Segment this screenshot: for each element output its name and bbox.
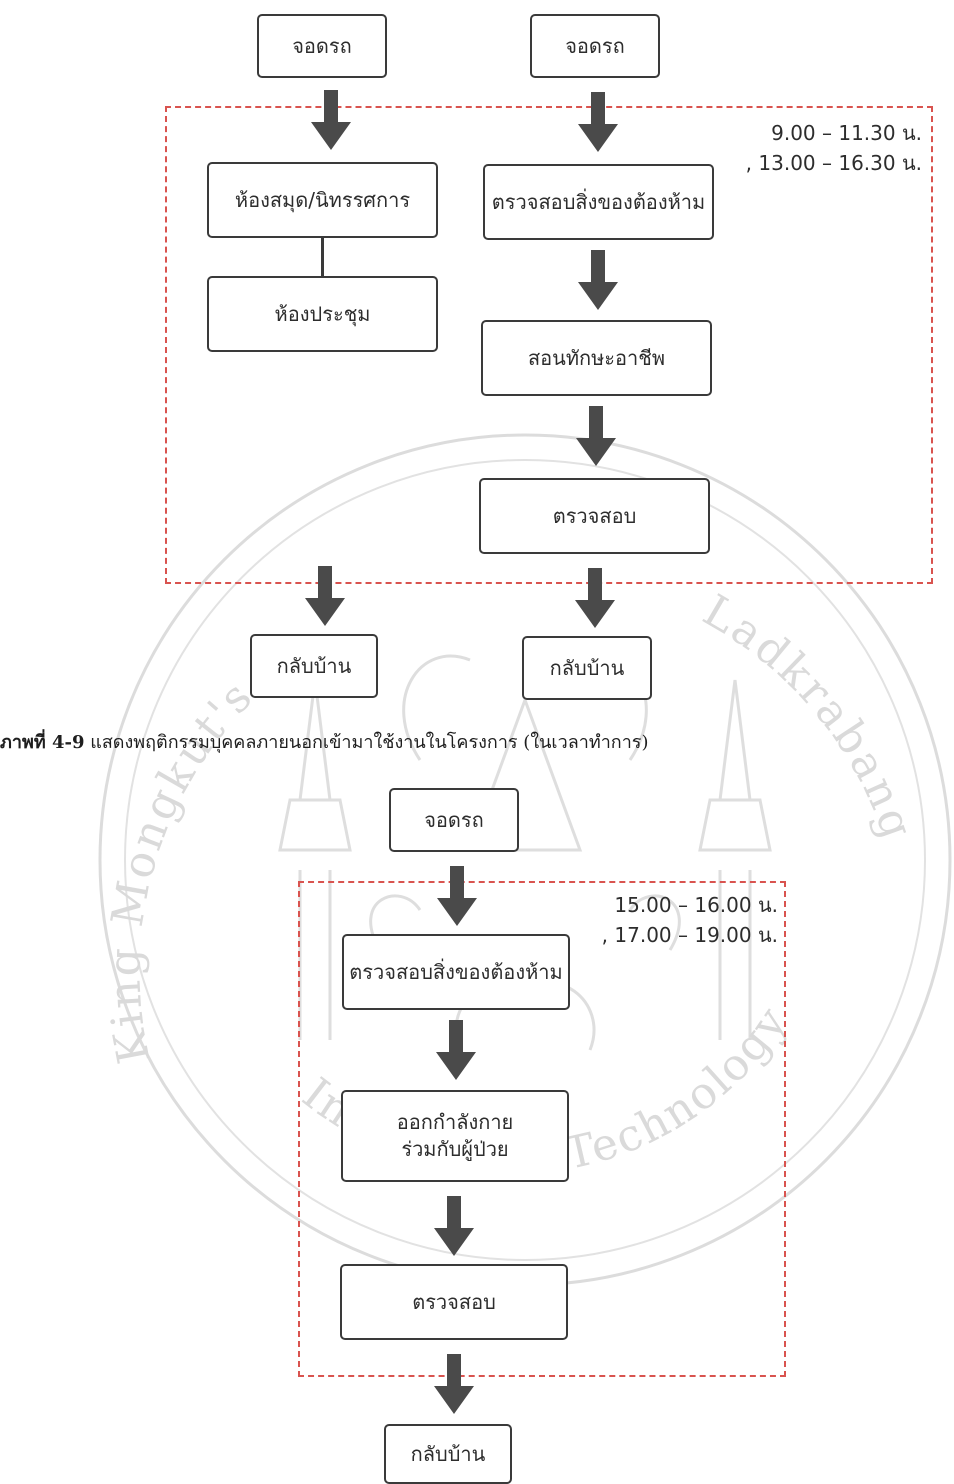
arrow-down-icon <box>578 92 618 152</box>
watermark-right-text: Ladkrabang <box>695 585 921 847</box>
arrow-down-icon <box>311 90 351 150</box>
diagram1-go-home-right: กลับบ้าน <box>522 636 652 700</box>
arrow-down-icon <box>434 1354 474 1414</box>
arrow-down-icon <box>305 566 345 626</box>
diagram1-operating-hours-region <box>165 106 933 584</box>
arrow-down-icon <box>437 866 477 926</box>
diagram2-inspect-prohibited: ตรวจสอบสิ่งของต้องห้าม <box>342 934 570 1010</box>
arrow-down-icon <box>434 1196 474 1256</box>
diagram2-inspection: ตรวจสอบ <box>340 1264 568 1340</box>
diagram1-parking-left: จอดรถ <box>257 14 387 78</box>
diagram2-time-line-1: 15.00 – 16.00 น. <box>614 893 778 917</box>
diagram1-time-line-1: 9.00 – 11.30 น. <box>771 121 922 145</box>
diagram1-vocational-training: สอนทักษะอาชีพ <box>481 320 712 396</box>
diagram2-time-region <box>298 881 786 1377</box>
diagram1-parking-right: จอดรถ <box>530 14 660 78</box>
diagram1-meeting-room: ห้องประชุม <box>207 276 438 352</box>
diagram2-time-line-2: , 17.00 – 19.00 น. <box>601 923 778 947</box>
diagram1-go-home-left: กลับบ้าน <box>250 634 378 698</box>
arrow-down-icon <box>578 250 618 310</box>
diagram2-exercise-line-1: ออกกำลังกาย <box>396 1110 514 1134</box>
diagram2-parking: จอดรถ <box>389 788 519 852</box>
diagram2-exercise-with-patients: ออกกำลังกาย ร่วมกับผู้ป่วย <box>341 1090 569 1182</box>
figure-caption: ภาพที่ 4-9 แสดงพฤติกรรมบุคคลภายนอกเข้ามา… <box>0 727 649 756</box>
figure-caption-label: ภาพที่ 4-9 <box>0 732 85 753</box>
arrow-down-icon <box>576 406 616 466</box>
diagram1-library-exhibition: ห้องสมุด/นิทรรศการ <box>207 162 438 238</box>
arrow-down-icon <box>575 568 615 628</box>
diagram1-inspection: ตรวจสอบ <box>479 478 710 554</box>
arrow-down-icon <box>436 1020 476 1080</box>
svg-text:Ladkrabang: Ladkrabang <box>695 585 924 847</box>
figure-caption-text: แสดงพฤติกรรมบุคคลภายนอกเข้ามาใช้งานในโคร… <box>84 732 649 753</box>
diagram2-go-home: กลับบ้าน <box>384 1424 512 1484</box>
diagram1-time-range: 9.00 – 11.30 น. , 13.00 – 16.30 น. <box>700 118 922 178</box>
diagram1-connector-line <box>321 238 324 276</box>
diagram2-exercise-line-2: ร่วมกับผู้ป่วย <box>401 1137 509 1161</box>
diagram1-inspect-prohibited: ตรวจสอบสิ่งของต้องห้าม <box>483 164 714 240</box>
diagram1-time-line-2: , 13.00 – 16.30 น. <box>745 151 922 175</box>
diagram2-time-range: 15.00 – 16.00 น. , 17.00 – 19.00 น. <box>560 890 778 950</box>
